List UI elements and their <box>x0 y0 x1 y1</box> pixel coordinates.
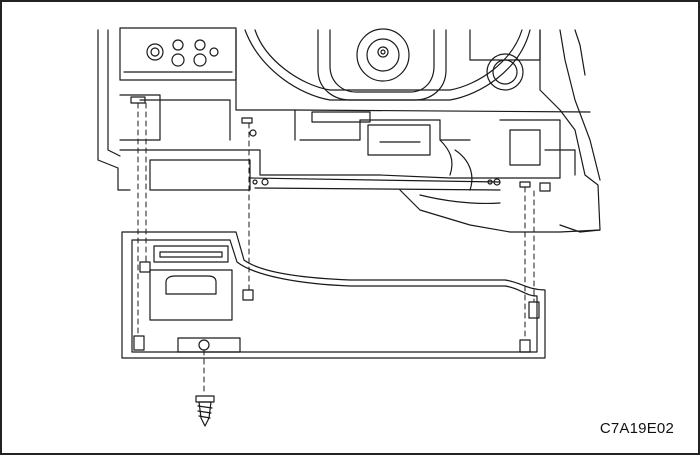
panel-handle-recess <box>153 245 229 263</box>
figure-code: C7A19E02 <box>599 420 674 437</box>
lower-trim-panel <box>121 231 546 359</box>
cup-holder <box>486 53 524 91</box>
clip-icon <box>139 261 151 273</box>
switch-buttons <box>146 39 219 67</box>
wiring-connector <box>367 124 431 156</box>
clip-icon <box>242 289 254 301</box>
panel-clips <box>133 261 540 353</box>
console-fasteners <box>249 129 501 186</box>
alignment-lines <box>137 102 535 393</box>
clip-icon <box>133 335 145 351</box>
shift-boot <box>356 28 410 82</box>
screw-icon <box>195 395 215 427</box>
shifter-bezel <box>317 29 447 101</box>
clip-icon <box>519 339 531 353</box>
